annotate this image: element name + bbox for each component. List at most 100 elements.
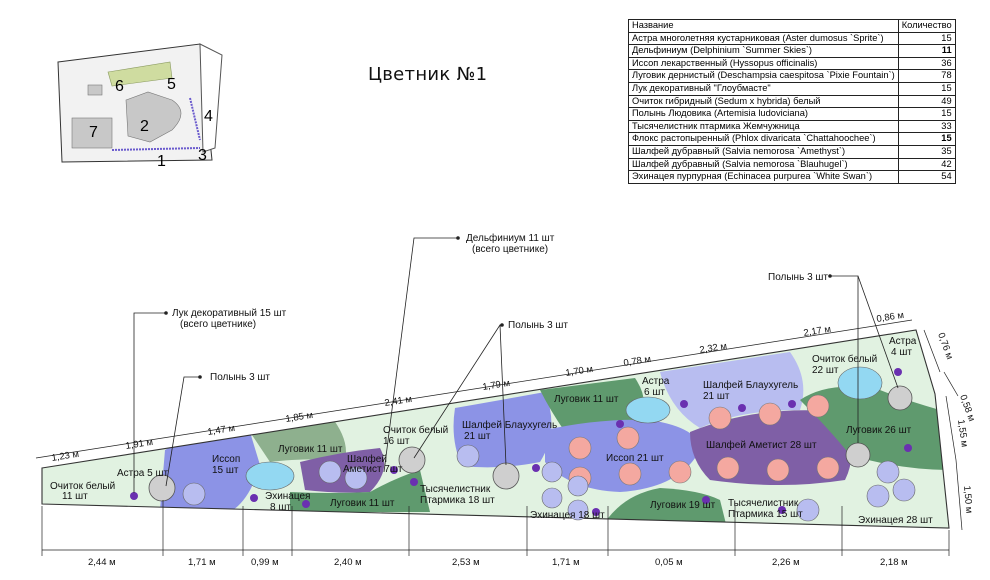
- label-tysyach-right-count: Птармика 15 шт: [728, 509, 803, 520]
- callout-labels: Лук декоративный 15 шт (всего цветнике) …: [172, 232, 828, 383]
- patch-ochitok-right: [837, 366, 883, 400]
- dim-top-label: 1,91 м: [125, 437, 154, 452]
- shrub-lavender: [541, 461, 563, 483]
- callout-delphinium-note: (всего цветнике): [472, 244, 548, 255]
- label-lugovik-right: Луговик 26 шт: [846, 425, 912, 436]
- dim-top-label: 1,47 м: [207, 423, 236, 438]
- dimension-lines: [35, 319, 963, 556]
- callout-polyn-mid: Полынь 3 шт: [508, 320, 568, 331]
- legend-row: Луговик дернистый (Deschampsia caespitos…: [628, 69, 956, 83]
- callout-polyn-right: Полынь 3 шт: [768, 272, 828, 283]
- shrub-lavender: [866, 484, 890, 508]
- dim-bottom-label: 0,05 м: [655, 557, 683, 568]
- dot-purple: [130, 492, 138, 500]
- shrub-lavender: [796, 498, 820, 522]
- zone-shalfey-blau-left: [453, 392, 552, 468]
- shrub-polyn: [398, 446, 426, 474]
- site-plan-map: 1 2 3 4 5 6 7: [57, 43, 223, 170]
- shrub-salmon: [618, 462, 642, 486]
- zone-labels: Очиток белый 11 шт Астра 5 шт Иссоп 15 ш…: [50, 336, 933, 526]
- callout-delphinium: Дельфиниум 11 шт: [466, 232, 555, 244]
- shrub-salmon: [758, 402, 782, 426]
- callout-lines: [133, 237, 899, 493]
- dot-purple: [894, 368, 902, 376]
- dim-top-label: 0,86 м: [876, 310, 905, 325]
- dim-bottom-label: 0,99 м: [251, 557, 279, 568]
- site-number-6: 6: [115, 78, 124, 95]
- shrub-salmon: [668, 460, 692, 484]
- label-shalfey-ametist-right: Шалфей Аметист 28 шт: [706, 439, 817, 451]
- shrub-salmon: [616, 426, 640, 450]
- shrub-salmon: [816, 456, 840, 480]
- label-lugovik-top-mid: Луговик 11 шт: [554, 394, 619, 405]
- callout-line-delphinium: [383, 237, 458, 473]
- label-astra-right-count: 4 шт: [891, 347, 912, 358]
- zone-lugovik-right: [800, 386, 949, 470]
- dim-right-label: 0,76 м: [935, 331, 955, 361]
- dim-bottom-label: 1,71 м: [188, 557, 216, 568]
- dot-purple: [410, 478, 418, 486]
- dot-purple: [532, 464, 540, 472]
- label-shalfey-blau-right-count: 21 шт: [703, 391, 730, 402]
- site-number-3: 3: [198, 147, 207, 164]
- shrub-polyn: [887, 385, 913, 411]
- legend-plant-qty: 54: [897, 170, 956, 184]
- dim-right-line: [923, 329, 941, 373]
- dim-bottom-label: 2,53 м: [452, 557, 480, 568]
- shrub-lavender: [567, 475, 589, 497]
- dot-purple: [680, 400, 688, 408]
- site-number-1: 1: [157, 153, 166, 170]
- shrub-lavender: [318, 460, 342, 484]
- shrub-salmon: [716, 456, 740, 480]
- site-number-4: 4: [204, 108, 213, 125]
- label-lugovik-top-left: Луговик 11 шт: [278, 444, 343, 455]
- legend-row: Эхинацея пурпурная (Echinacea purpurea `…: [628, 170, 956, 184]
- zone-lugovik-top-mid: [540, 378, 644, 432]
- dim-top-line: [35, 319, 913, 459]
- label-echinacea-left: Эхинацея: [265, 491, 310, 502]
- dim-top-label: 0,78 м: [623, 354, 652, 369]
- dim-bottom-label: 2,18 м: [880, 557, 908, 568]
- shrub-lavender: [182, 482, 206, 506]
- dot-purple: [302, 500, 310, 508]
- dim-top-label: 1,79 м: [482, 378, 511, 393]
- dim-top-label: 1,70 м: [565, 364, 594, 379]
- dim-right-label: 1,55 м: [955, 419, 970, 448]
- label-shalfey-blau-left: Шалфей Блаухугель: [462, 419, 557, 431]
- site-number-5: 5: [167, 76, 176, 93]
- dot-purple: [904, 444, 912, 452]
- callout-dot: [500, 323, 504, 327]
- dot-purple: [788, 400, 796, 408]
- shrub-lavender: [344, 466, 368, 490]
- legend-row: Дельфиниум (Delphinium `Summer Skies`)11: [628, 44, 956, 58]
- site-number-2: 2: [140, 118, 149, 135]
- dot-purple: [250, 494, 258, 502]
- label-echinacea-left-count: 8 шт: [270, 502, 291, 513]
- label-shalfey-ametist-left-count: Аметист 7шт: [343, 464, 403, 475]
- label-astra-mid-count: 6 шт: [644, 387, 665, 398]
- plant-legend-table: Название Количество Астра многолетняя ку…: [628, 19, 956, 184]
- dot-purple: [778, 506, 786, 514]
- site-building-7: [71, 117, 113, 149]
- patch-astra-left: [245, 461, 295, 491]
- callout-dot: [828, 274, 832, 278]
- label-echinacea-mid: Эхинацея 18 шт: [530, 510, 605, 521]
- label-lugovik-bottom-right: Луговик 19 шт: [650, 500, 716, 511]
- dim-right-line: [955, 459, 963, 531]
- dim-right-line: [943, 371, 959, 397]
- polyn-shrubs: [148, 385, 913, 502]
- legend-row: Шалфей дубравный (Salvia nemorosa `Blauh…: [628, 157, 956, 172]
- dim-top-label: 1,23 м: [51, 449, 80, 464]
- dim-right-label: 1,50 м: [961, 485, 974, 514]
- lavender-shrubs: [182, 444, 916, 522]
- shrub-salmon: [766, 458, 790, 482]
- label-tysyach-left: Тысячелистник: [420, 484, 491, 495]
- dim-top-label: 1,85 м: [285, 410, 314, 425]
- legend-plant-name: Эхинацея пурпурная (Echinacea purpurea `…: [628, 170, 899, 184]
- label-ochitok-left-count: 11 шт: [62, 491, 88, 502]
- label-astra-left: Астра 5 шт: [117, 468, 169, 479]
- label-echinacea-right: Эхинацея 28 шт: [858, 515, 933, 526]
- patch-astra-mid: [625, 396, 671, 424]
